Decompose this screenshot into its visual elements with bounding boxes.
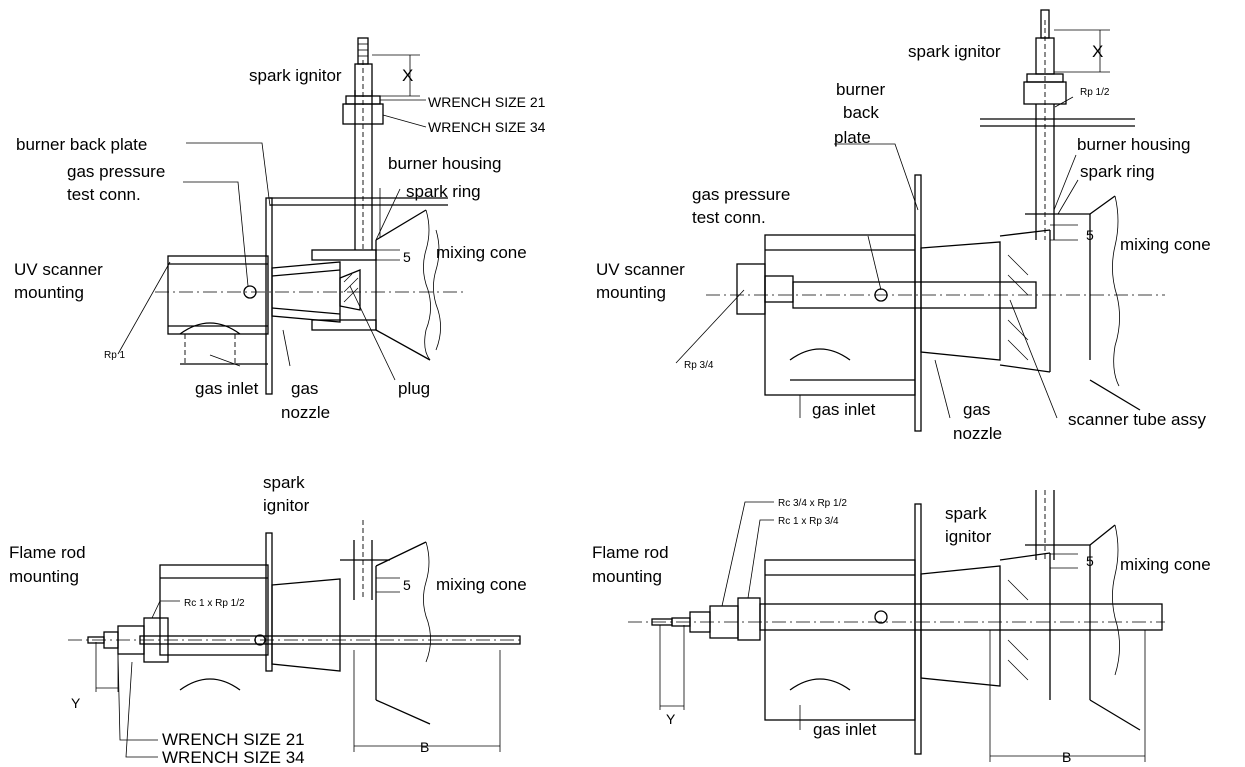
tr-rp-3-4-label: Rp 3/4: [684, 360, 714, 371]
mixing-cone: [375, 209, 431, 361]
tl-gas-pressure-label-1: gas pressure: [67, 162, 165, 181]
burner-back-plate: [265, 532, 273, 672]
tl-gas-nozzle-label-2: nozzle: [281, 403, 330, 422]
bl-rc-note-label: Rc 1 x Rp 1/2: [184, 598, 245, 609]
tl-spark-ignitor-label: spark ignitor: [249, 66, 342, 85]
br-mixing-cone-label: mixing cone: [1120, 555, 1211, 574]
br-y-dim-label: Y: [666, 711, 676, 727]
tl-spark-ring-label: spark ring: [406, 182, 481, 201]
tl-uv-scanner-label-2: mounting: [14, 283, 84, 302]
top-left-view: [117, 37, 465, 395]
flame-rod: [759, 603, 1163, 631]
br-dim-5-label: 5: [1086, 553, 1094, 569]
tl-burner-back-plate-label: burner back plate: [16, 135, 147, 154]
tr-burner-label-2: back: [843, 103, 879, 122]
tl-burner-housing-label: burner housing: [388, 154, 501, 173]
tr-burner-housing-label: burner housing: [1077, 135, 1190, 154]
tr-gas-nozzle-label-1: gas: [963, 400, 990, 419]
tr-gas-nozzle-label-2: nozzle: [953, 424, 1002, 443]
bl-wrench-21-label: WRENCH SIZE 21: [162, 730, 305, 749]
br-b-dim-label: B: [1062, 749, 1071, 765]
bl-y-dim-label: Y: [71, 695, 81, 711]
br-spark-label-1: spark: [945, 504, 987, 523]
top-right-view: [675, 9, 1165, 432]
bottom-left-view: [68, 520, 521, 758]
bl-dim-5-label: 5: [403, 577, 411, 593]
tr-mixing-cone-label: mixing cone: [1120, 235, 1211, 254]
bl-flame-rod-label-2: mounting: [9, 567, 79, 586]
tl-x-dim-label: X: [402, 66, 413, 85]
bottom-right-view: [628, 490, 1165, 762]
plug: [339, 269, 361, 311]
tr-gas-pressure-label-2: test conn.: [692, 208, 766, 227]
bl-wrench-34-label: WRENCH SIZE 34: [162, 748, 305, 767]
tl-dim-5-label: 5: [403, 249, 411, 265]
tr-scanner-tube-label: scanner tube assy: [1068, 410, 1206, 429]
tl-wrench-21-label: WRENCH SIZE 21: [428, 94, 546, 110]
tr-dim-5-label: 5: [1086, 227, 1094, 243]
bl-spark-label-1: spark: [263, 473, 305, 492]
tr-uv-scanner-label-1: UV scanner: [596, 260, 685, 279]
br-rc-note-label-2: Rc 1 x Rp 3/4: [778, 516, 839, 527]
tr-burner-label-1: burner: [836, 80, 885, 99]
tl-plug-label: plug: [398, 379, 430, 398]
tl-uv-scanner-label-1: UV scanner: [14, 260, 103, 279]
tr-gas-pressure-label-1: gas pressure: [692, 185, 790, 204]
tl-mixing-cone-label: mixing cone: [436, 243, 527, 262]
burner-back-plate: [914, 503, 922, 755]
br-gas-inlet-label: gas inlet: [813, 720, 877, 739]
tr-rp-half-label: Rp 1/2: [1080, 87, 1110, 98]
bl-spark-label-2: ignitor: [263, 496, 310, 515]
tl-gas-inlet-label: gas inlet: [195, 379, 259, 398]
br-rc-note-label-1: Rc 3/4 x Rp 1/2: [778, 498, 847, 509]
wrench-34-nut: [342, 103, 384, 125]
bl-mixing-cone-label: mixing cone: [436, 575, 527, 594]
tr-burner-label-3: plate: [834, 128, 871, 147]
tl-gas-nozzle-label-1: gas: [291, 379, 318, 398]
tr-spark-ignitor-label: spark ignitor: [908, 42, 1001, 61]
tr-gas-inlet-label: gas inlet: [812, 400, 876, 419]
tl-rp1-label: Rp 1: [104, 350, 126, 361]
tl-wrench-34-label: WRENCH SIZE 34: [428, 119, 546, 135]
mixing-cone: [1089, 195, 1141, 411]
tr-uv-scanner-label-2: mounting: [596, 283, 666, 302]
tr-x-dim-label: X: [1092, 42, 1103, 61]
br-spark-label-2: ignitor: [945, 527, 992, 546]
bl-flame-rod-label-1: Flame rod: [9, 543, 86, 562]
tr-spark-ring-label: spark ring: [1080, 162, 1155, 181]
bl-b-dim-label: B: [420, 739, 429, 755]
br-flame-rod-label-1: Flame rod: [592, 543, 669, 562]
burner-back-plate: [914, 174, 922, 432]
br-flame-rod-label-2: mounting: [592, 567, 662, 586]
tl-gas-pressure-label-2: test conn.: [67, 185, 141, 204]
